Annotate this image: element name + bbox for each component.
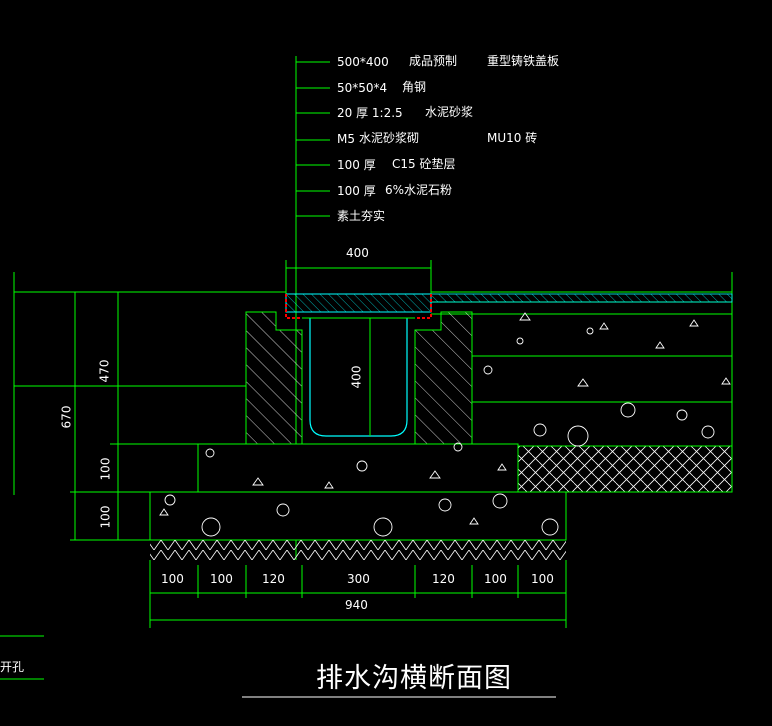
legend-row-1-desc: 成品预制 (409, 54, 458, 68)
right-wall (414, 311, 473, 445)
top-dimension-line (285, 260, 432, 300)
legend-row-1-extra: 重型铸铁盖板 (487, 54, 560, 68)
stone-powder-layer (149, 491, 567, 541)
dim-left-lower: 100 (98, 505, 113, 529)
dim-bottom-seg-7: 100 (531, 572, 554, 586)
dim-bottom-seg-6: 100 (484, 572, 507, 586)
side-note-lines (0, 635, 44, 680)
aggregate-marks (159, 312, 731, 537)
dim-inner-depth: 400 (349, 365, 364, 389)
legend-row-4-extra: MU10 砖 (487, 131, 538, 145)
legend-row-2-spec: 50*50*4 (337, 81, 388, 95)
cover-plate (285, 293, 432, 313)
side-note: 开孔 (0, 660, 25, 674)
legend-row-3-spec: 20 厚 1:2.5 (337, 106, 403, 120)
legend-row-3-desc: 水泥砂浆 (425, 105, 474, 119)
legend-row-7-desc: 素土夯实 (337, 209, 386, 223)
drawing-title: 排水沟横断面图 (316, 663, 512, 694)
dim-left-total: 670 (59, 405, 74, 429)
c15-cushion (197, 443, 519, 493)
legend-row-6-spec: 100 厚 (337, 184, 376, 198)
dim-bottom-seg-1: 100 (161, 572, 184, 586)
left-dimension-lines (14, 292, 247, 541)
legend-row-4-desc: 水泥砂浆砌 (359, 131, 420, 145)
angle-steel-left (285, 294, 302, 319)
bottom-dimension-lines (149, 560, 567, 628)
dim-bottom-seg-4: 300 (347, 572, 370, 586)
dim-bottom-total: 940 (345, 598, 368, 612)
angle-steel-right (415, 294, 432, 319)
dim-bottom-seg-3: 120 (262, 572, 285, 586)
compacted-soil (150, 540, 566, 560)
left-wall (245, 311, 303, 445)
right-weave (517, 445, 733, 493)
dim-bottom-seg-2: 100 (210, 572, 233, 586)
channel-inner (309, 318, 408, 437)
dim-top-width: 400 (346, 246, 369, 260)
legend-row-6-desc: 6%水泥石粉 (385, 183, 453, 197)
dim-left-upper: 470 (97, 359, 112, 383)
dim-left-mid: 100 (98, 457, 113, 481)
legend-row-2-desc: 角钢 (402, 80, 427, 94)
legend-row-4-spec: M5 (337, 132, 355, 146)
dim-bottom-seg-5: 120 (432, 572, 455, 586)
legend-row-1-spec: 500*400 (337, 55, 389, 69)
surface-band (430, 293, 733, 303)
legend-row-5-desc: C15 砼垫层 (392, 157, 456, 171)
legend-row-5-spec: 100 厚 (337, 158, 376, 172)
